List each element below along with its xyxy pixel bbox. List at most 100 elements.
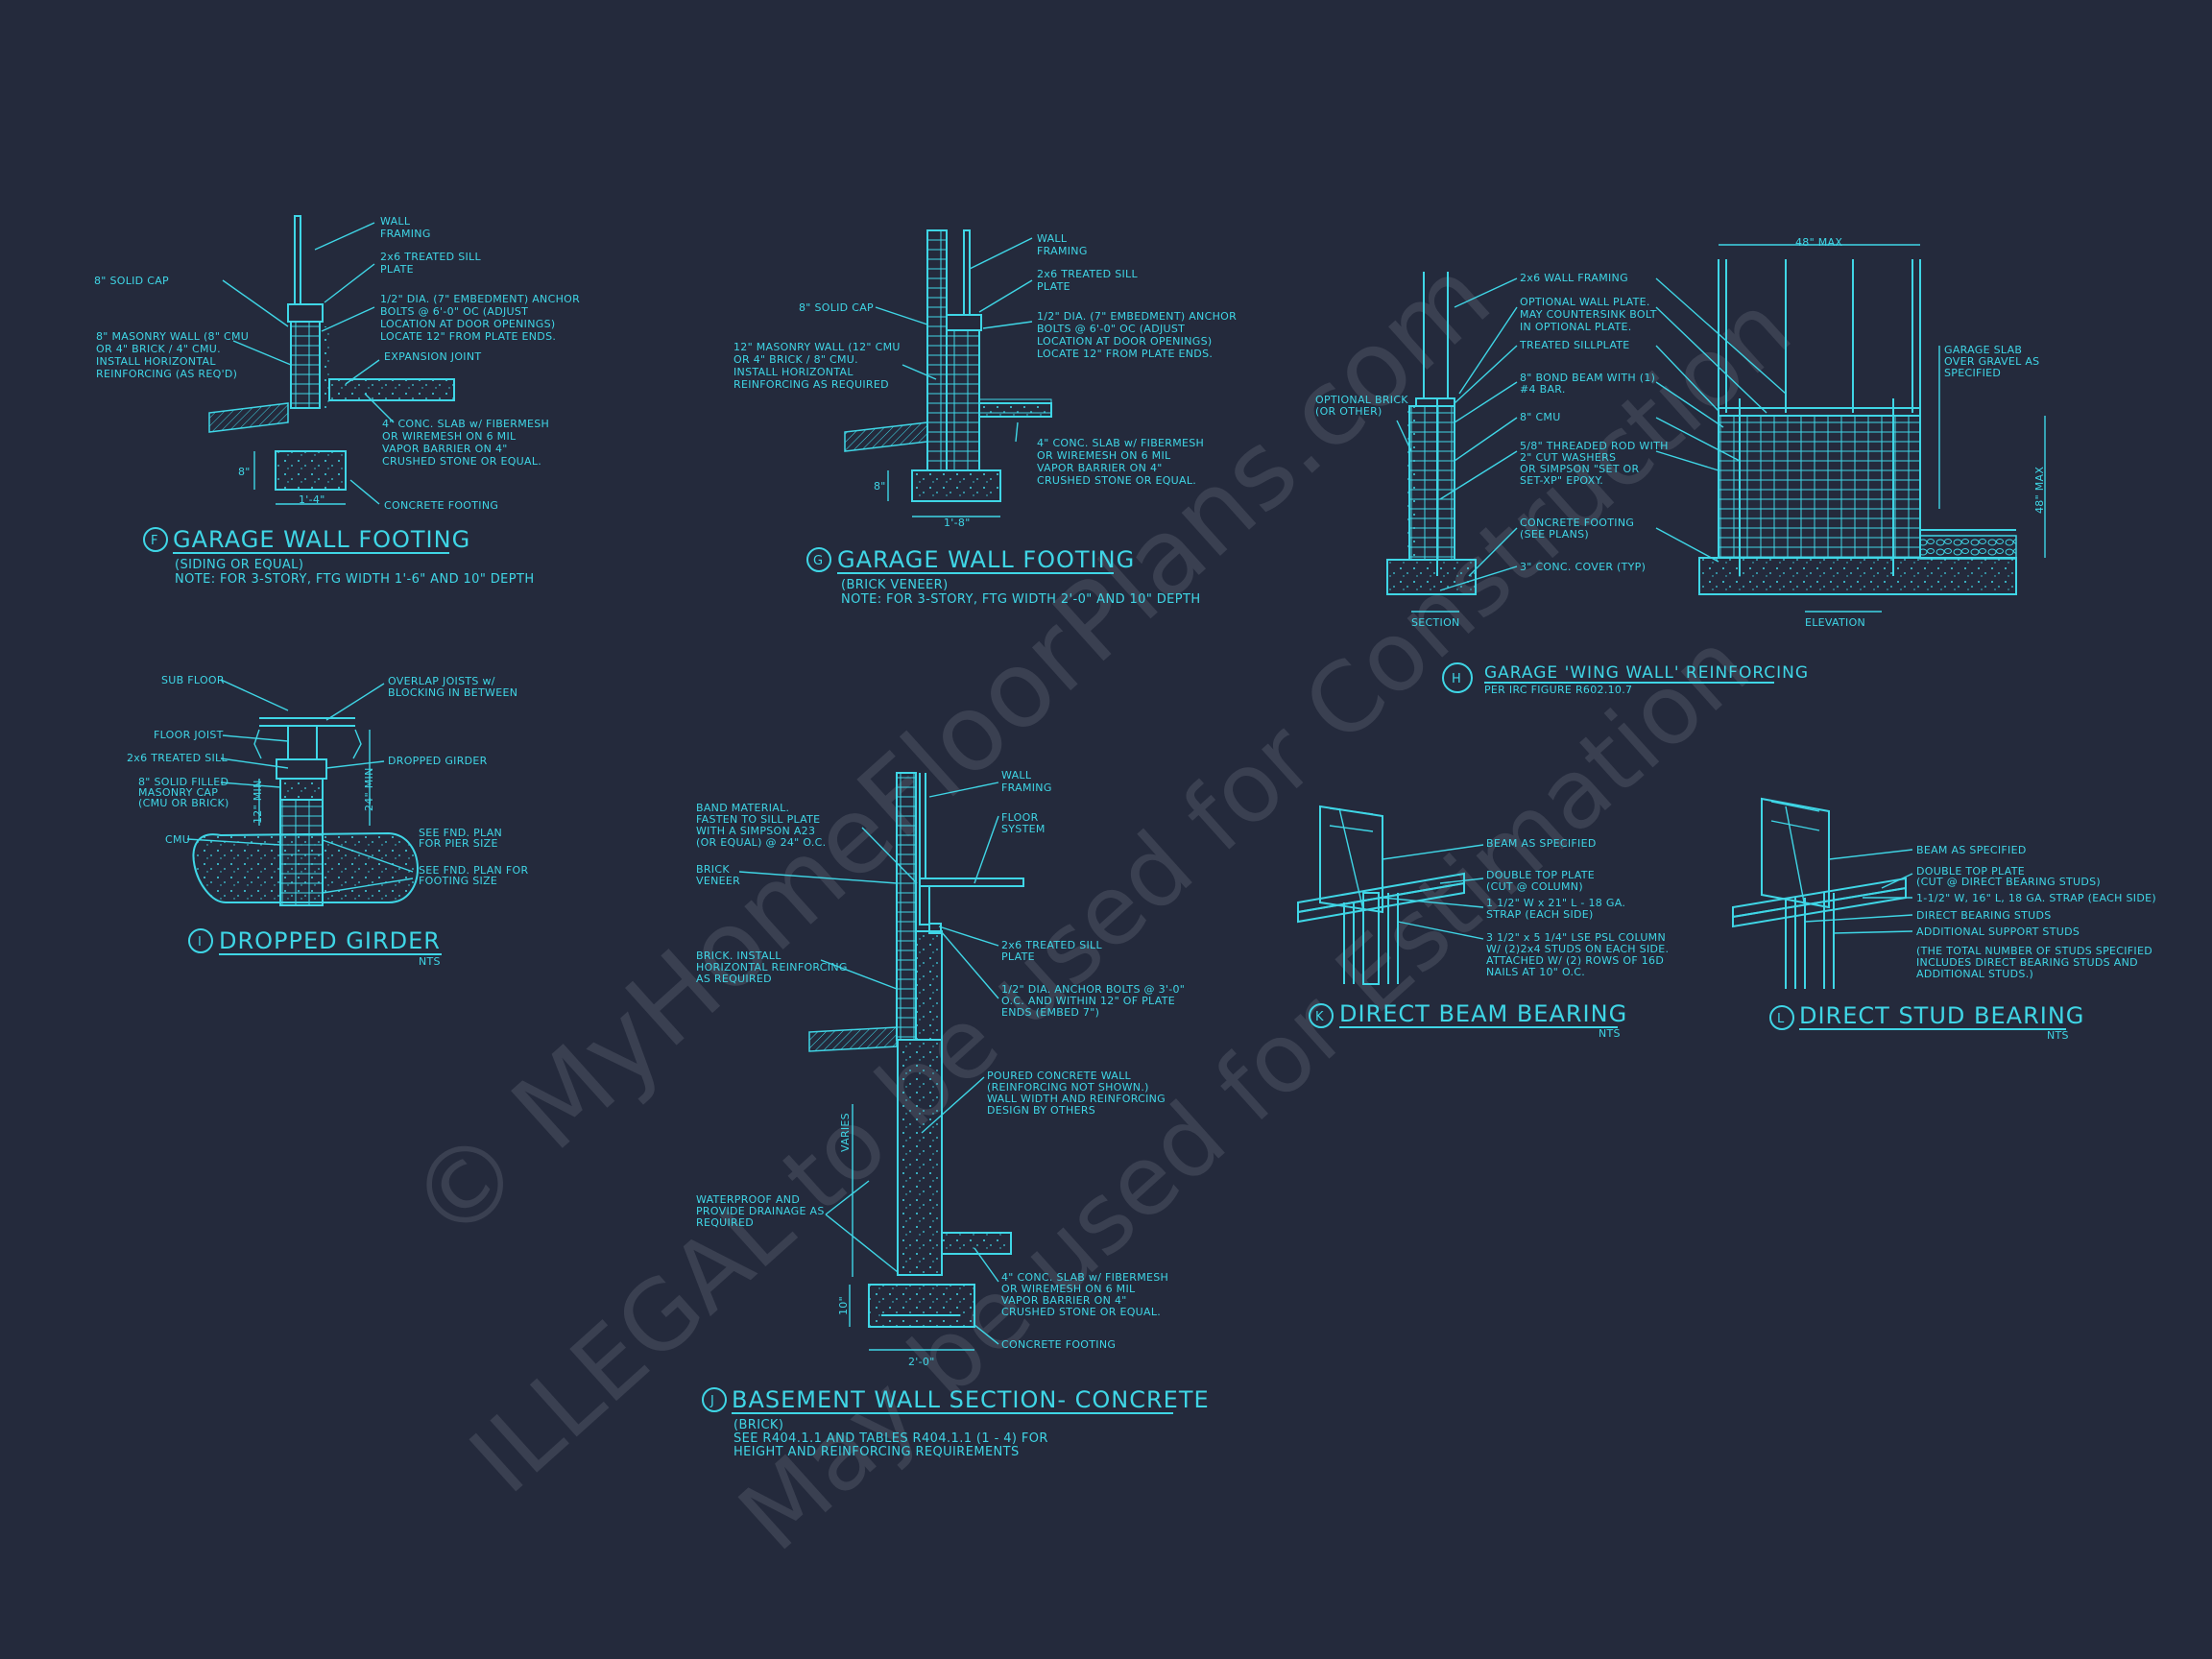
l-note-total1: (THE TOTAL NUMBER OF STUDS SPECIFIED — [1916, 945, 2152, 957]
i-note-pier2: FOR PIER SIZE — [419, 837, 498, 850]
h-note-cmu: 8" CMU — [1520, 411, 1561, 423]
i-dim-12min: 12" MIN — [252, 780, 264, 824]
h-note-rod1: 5/8" THREADED ROD WITH — [1520, 440, 1669, 452]
j-note-band2: FASTEN TO SILL PLATE — [696, 813, 820, 826]
j-note-brick2: HORIZONTAL REINFORCING — [696, 961, 848, 974]
h-note-slab3: SPECIFIED — [1944, 367, 2001, 379]
i-note-cap1: 8" SOLID FILLED — [138, 776, 228, 788]
l-tag: L — [1777, 1012, 1785, 1026]
j-note-wp2: PROVIDE DRAINAGE AS — [696, 1205, 825, 1217]
j-note-wp1: WATERPROOF AND — [696, 1193, 800, 1206]
f-note-masonry2: OR 4" BRICK / 4" CMU. — [96, 343, 221, 355]
l-note-total2: INCLUDES DIRECT BEARING STUDS AND — [1916, 956, 2138, 969]
g-tag: G — [813, 554, 823, 568]
j-note-slab2: OR WIREMESH ON 6 MIL — [1001, 1283, 1136, 1295]
h-note-optplate1: OPTIONAL WALL PLATE. — [1520, 296, 1650, 308]
h-title: GARAGE 'WING WALL' REINFORCING — [1484, 663, 1809, 683]
j-note-poured3: WALL WIDTH AND REINFORCING — [987, 1093, 1166, 1105]
g-sub1: (BRICK VENEER) — [841, 578, 949, 592]
i-note-cap3: (CMU OR BRICK) — [138, 797, 229, 809]
g-note-slab2: OR WIREMESH ON 6 MIL — [1037, 449, 1171, 462]
g-note-wall: WALL — [1037, 232, 1068, 245]
g-dim-depth: 8" — [874, 480, 886, 493]
i-nts: NTS — [419, 955, 441, 968]
j-note-veneer2: VENEER — [696, 875, 740, 887]
f-note-wall: WALL — [380, 215, 411, 228]
i-note-cmu: CMU — [165, 833, 190, 846]
l-note-plate2: (CUT @ DIRECT BEARING STUDS) — [1916, 876, 2101, 888]
g-note-masonry2: OR 4" BRICK / 8" CMU. — [733, 353, 858, 366]
i-note-overlap1: OVERLAP JOISTS w/ — [388, 675, 495, 687]
f-note-anchor3: LOCATION AT DOOR OPENINGS) — [380, 318, 555, 330]
h-note-cover: 3" CONC. COVER (TYP) — [1520, 561, 1646, 573]
j-note-band3: WITH A SIMPSON A23 — [696, 825, 815, 837]
detail-l-direct-stud-bearing: BEAM AS SPECIFIED DOUBLE TOP PLATE (CUT … — [1732, 797, 2156, 1042]
i-title: DROPPED GIRDER — [219, 927, 441, 954]
f-note-footing: CONCRETE FOOTING — [384, 499, 498, 512]
j-dim-varies: VARIES — [839, 1113, 852, 1152]
g-note-anchor4: LOCATE 12" FROM PLATE ENDS. — [1037, 348, 1213, 360]
k-note-col1: 3 1/2" x 5 1/4" LSE PSL COLUMN — [1486, 931, 1666, 944]
h-note-sill: TREATED SILLPLATE — [1519, 339, 1630, 351]
f-note-framing: FRAMING — [380, 228, 431, 240]
k-tag: K — [1315, 1010, 1324, 1024]
k-note-col2: W/ (2)2x4 STUDS ON EACH SIDE. — [1486, 943, 1669, 955]
j-note-anchor1: 1/2" DIA. ANCHOR BOLTS @ 3'-0" — [1001, 983, 1185, 996]
j-sub2: SEE R404.1.1 AND TABLES R404.1.1 (1 - 4)… — [733, 1431, 1048, 1446]
l-note-total3: ADDITIONAL STUDS.) — [1916, 968, 2033, 980]
j-note-floor: FLOOR — [1001, 811, 1039, 824]
f-sub2: NOTE: FOR 3-STORY, FTG WIDTH 1'-6" AND 1… — [175, 572, 535, 587]
j-note-poured2: (REINFORCING NOT SHOWN.) — [987, 1081, 1149, 1094]
i-note-ftg2: FOOTING SIZE — [419, 875, 497, 887]
h-note-wall: 2x6 WALL FRAMING — [1520, 272, 1628, 284]
g-dim-width: 1'-8" — [944, 517, 971, 529]
g-note-masonry4: REINFORCING AS REQUIRED — [733, 378, 889, 391]
j-note-system: SYSTEM — [1001, 823, 1046, 835]
l-note-additional: ADDITIONAL SUPPORT STUDS — [1916, 926, 2080, 938]
detail-k-direct-beam-bearing: BEAM AS SPECIFIED DOUBLE TOP PLATE (CUT … — [1297, 805, 1669, 1040]
g-title: GARAGE WALL FOOTING — [837, 546, 1135, 573]
i-note-cap2: MASONRY CAP — [138, 786, 218, 799]
f-note-masonry1: 8" MASONRY WALL (8" CMU — [96, 330, 249, 343]
g-note-slab4: CRUSHED STONE OR EQUAL. — [1037, 474, 1196, 487]
j-note-band4: (OR EQUAL) @ 24" O.C. — [696, 836, 826, 849]
g-note-slab1: 4" CONC. SLAB w/ FIBERMESH — [1037, 437, 1204, 449]
g-note-anchor2: BOLTS @ 6'-0" OC (ADJUST — [1037, 323, 1185, 335]
k-note-col4: NAILS AT 10" O.C. — [1486, 966, 1585, 978]
detail-i-dropped-girder: 24" MIN 12" MIN SUB FLOOR OVERLAP JOISTS… — [127, 674, 528, 968]
i-note-overlap2: BLOCKING IN BETWEEN — [388, 686, 517, 699]
j-note-wp3: REQUIRED — [696, 1216, 754, 1229]
j-note-poured4: DESIGN BY OTHERS — [987, 1104, 1095, 1117]
h-note-rod3: OR SIMPSON "SET OR — [1520, 463, 1639, 475]
h-note-footing2: (SEE PLANS) — [1520, 528, 1589, 541]
f-note-slab4: CRUSHED STONE OR EQUAL. — [382, 455, 541, 468]
f-tag: F — [151, 534, 158, 548]
l-note-beam: BEAM AS SPECIFIED — [1916, 844, 2027, 856]
i-note-ftg1: SEE FND. PLAN FOR — [419, 864, 528, 877]
f-note-plate: PLATE — [380, 263, 414, 276]
g-note-anchor1: 1/2" DIA. (7" EMBEDMENT) ANCHOR — [1037, 310, 1237, 323]
j-note-footing: CONCRETE FOOTING — [1001, 1338, 1116, 1351]
f-note-cap: 8" SOLID CAP — [94, 275, 169, 287]
h-note-rod4: SET-XP" EPOXY. — [1520, 474, 1603, 487]
f-sub1: (SIDING OR EQUAL) — [175, 558, 303, 572]
l-title: DIRECT STUD BEARING — [1799, 1002, 2084, 1029]
g-note-slab3: VAPOR BARRIER ON 4" — [1037, 462, 1163, 474]
h-dim-top: 48" MAX — [1795, 236, 1842, 249]
g-sub2: NOTE: FOR 3-STORY, FTG WIDTH 2'-0" AND 1… — [841, 592, 1201, 607]
detail-h-wing-wall: SECTION 48" MAX 48" MAX ELEVATION — [1315, 236, 2046, 696]
j-title: BASEMENT WALL SECTION- CONCRETE — [732, 1386, 1210, 1413]
j-tag: J — [709, 1394, 714, 1408]
k-note-col3: ATTACHED W/ (2) ROWS OF 16D — [1486, 954, 1664, 967]
f-note-slab3: VAPOR BARRIER ON 4" — [382, 443, 508, 455]
l-note-direct: DIRECT BEARING STUDS — [1916, 909, 2052, 922]
g-note-plate: PLATE — [1037, 280, 1070, 293]
h-note-brick2: (OR OTHER) — [1315, 405, 1382, 418]
h-note-rod2: 2" CUT WASHERS — [1520, 451, 1616, 464]
h-note-bond1: 8" BOND BEAM WITH (1) — [1520, 372, 1655, 384]
f-note-masonry3: INSTALL HORIZONTAL — [96, 355, 216, 368]
f-note-expansion: EXPANSION JOINT — [384, 350, 481, 363]
i-dim-24min: 24" MIN — [363, 767, 375, 811]
f-title: GARAGE WALL FOOTING — [173, 526, 470, 553]
